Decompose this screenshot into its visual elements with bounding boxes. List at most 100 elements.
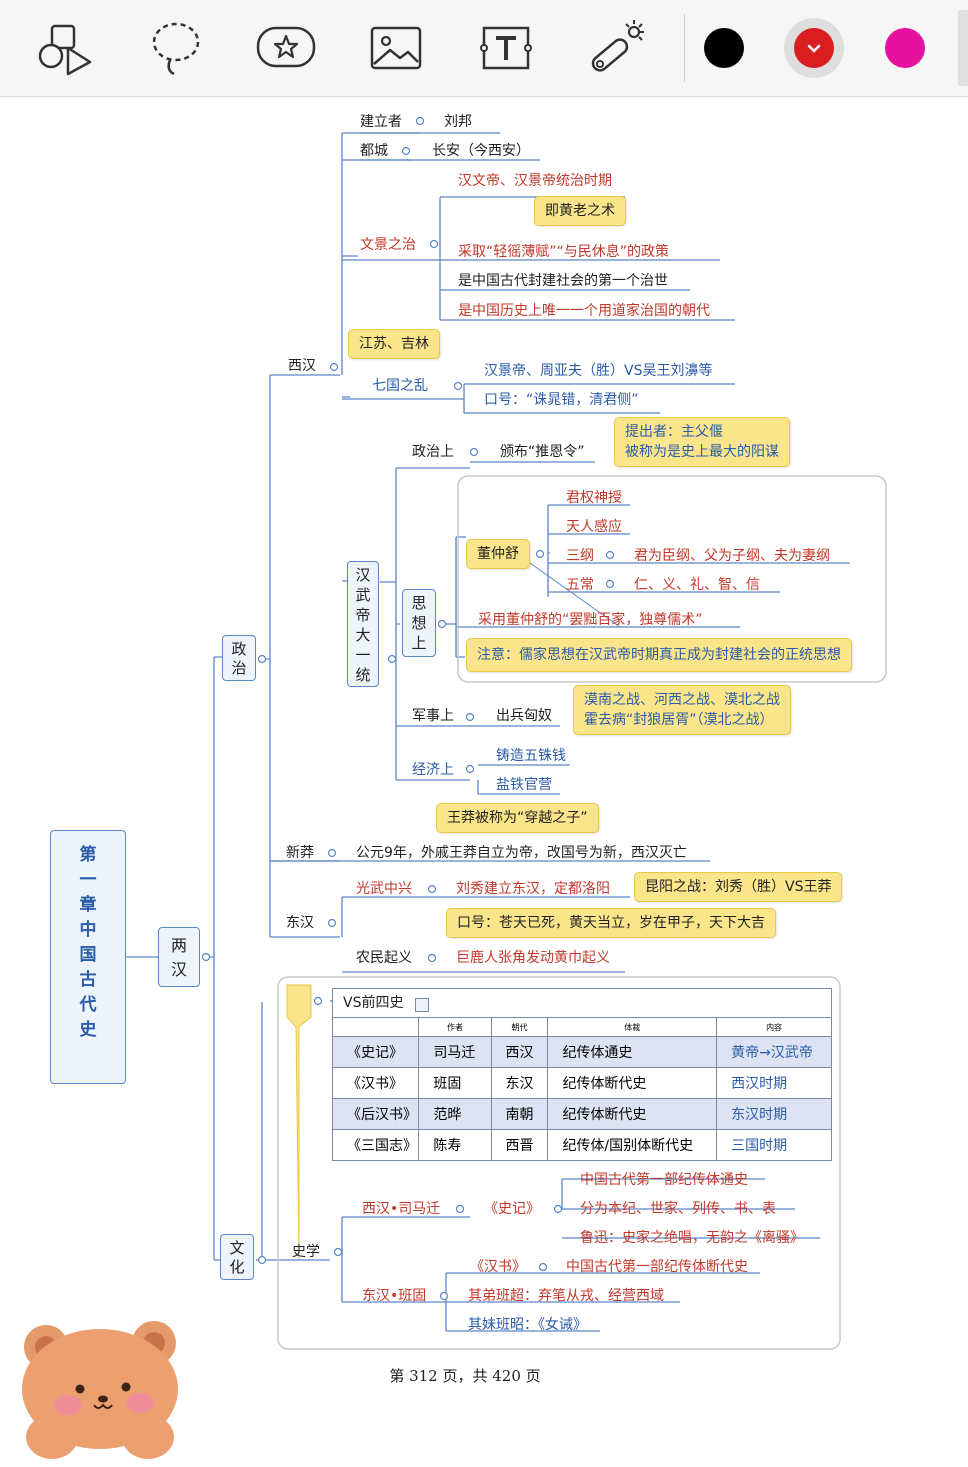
guangwu-text[interactable]: 刘秀建立东汉，定都洛阳 — [456, 881, 610, 897]
table-cell[interactable]: 司马迁 — [418, 1036, 492, 1068]
root-node[interactable]: 第一章 中国古代史 — [50, 830, 126, 1084]
table-title-bar: VS前四史 — [332, 988, 832, 1018]
node-jingji[interactable]: 经济上 — [412, 762, 454, 778]
jingji-item-0[interactable]: 铸造五铢钱 — [496, 748, 566, 764]
table-title[interactable]: VS前四史 — [343, 995, 404, 1011]
color-swatch-black[interactable] — [704, 28, 744, 68]
xinmang-text[interactable]: 公元9年，外戚王莽自立为帝，改国号为新，西汉灭亡 — [356, 845, 687, 861]
wenjing-item-3[interactable]: 是中国历史上唯一一个用道家治国的朝代 — [458, 303, 710, 319]
node-zhengzhi-label: 政治 — [231, 640, 247, 677]
shiji-item-2[interactable]: 鲁迅：史家之绝唱，无韵之《离骚》 — [580, 1230, 804, 1246]
table-cell[interactable]: 东汉 — [490, 1067, 549, 1099]
node-qiguo[interactable]: 七国之乱 — [372, 378, 428, 394]
note-jiangsu-jilin[interactable]: 江苏、吉林 — [348, 329, 440, 359]
table-cell[interactable]: 纪传体断代史 — [547, 1067, 718, 1099]
note-mobei[interactable]: 漠南之战、河西之战、漠北之战 霍去病“封狼居胥”（漠北之战） — [573, 685, 791, 735]
node-shixue[interactable]: 史学 — [292, 1244, 320, 1260]
sangang-text[interactable]: 君为臣纲、父为子纲、夫为妻纲 — [634, 548, 830, 564]
table-cell[interactable]: 黄帝→汉武帝 — [716, 1036, 832, 1068]
node-dongzhongshu[interactable]: 董仲舒 — [466, 539, 530, 569]
table-cell[interactable]: 西汉时期 — [716, 1067, 832, 1099]
wenjing-item-0[interactable]: 汉文帝、汉景帝统治时期 — [458, 173, 612, 189]
nongmin-text[interactable]: 巨鹿人张角发动黄巾起义 — [456, 950, 610, 966]
color-swatch-selected-ring[interactable] — [784, 18, 844, 78]
node-chubing[interactable]: 出兵匈奴 — [496, 708, 552, 724]
table-cell[interactable]: 南朝 — [490, 1098, 549, 1130]
node-wuchang[interactable]: 五常 — [566, 577, 594, 593]
lasso-icon[interactable] — [144, 18, 208, 78]
node-bangu[interactable]: 东汉•班固 — [362, 1288, 427, 1304]
node-xinmang[interactable]: 新莽 — [286, 845, 314, 861]
node-guangwu[interactable]: 光武中兴 — [356, 881, 412, 897]
jingji-item-1[interactable]: 盐铁官营 — [496, 777, 552, 793]
note-chuanyue[interactable]: 王莽被称为“穿越之子” — [436, 803, 599, 833]
node-lianghan[interactable]: 两汉 — [158, 927, 200, 987]
table-cell[interactable]: 纪传体断代史 — [547, 1098, 718, 1130]
mindmap-canvas: 第一章 中国古代史 两汉 政治 文化 西汉 建立者 刘邦 都城 长安（今西安） … — [0, 97, 968, 1459]
table-cell[interactable]: 西汉 — [490, 1036, 549, 1068]
qiguo-item-0[interactable]: 汉景帝、周亚夫（胜）VS吴王刘濞等 — [484, 363, 713, 379]
wuchang-text[interactable]: 仁、义、礼、智、信 — [634, 577, 760, 593]
table-cell[interactable]: 范晔 — [418, 1098, 492, 1130]
node-wenjing[interactable]: 文景之治 — [360, 237, 416, 253]
note-zhufuyan-line-1: 被称为是史上最大的阳谋 — [625, 444, 779, 460]
node-tuienling[interactable]: 颁布“推恩令” — [500, 444, 585, 460]
table-cell[interactable]: 《三国志》 — [331, 1129, 420, 1161]
node-hanshu[interactable]: 《汉书》 — [470, 1259, 526, 1275]
shiji-item-1[interactable]: 分为本纪、世家、列传、书、表 — [580, 1201, 776, 1217]
qiguo-item-1[interactable]: 口号：“诛晁错，清君侧” — [484, 392, 639, 408]
node-sixiang[interactable]: 思想上 — [402, 589, 436, 657]
image-icon[interactable] — [364, 18, 428, 78]
node-donghan[interactable]: 东汉 — [286, 915, 314, 931]
color-swatch-magenta[interactable] — [885, 28, 925, 68]
wenjing-item-1[interactable]: 采取“轻徭薄赋”“与民休息”的政策 — [458, 244, 670, 260]
table-cell[interactable]: 纪传体/国别体断代史 — [547, 1129, 718, 1161]
sticker-icon[interactable] — [254, 18, 318, 78]
table-add-icon[interactable] — [415, 998, 429, 1012]
node-junshi[interactable]: 军事上 — [412, 708, 454, 724]
node-simaqian[interactable]: 西汉•司马迁 — [362, 1201, 441, 1217]
dong-item-1[interactable]: 天人感应 — [566, 519, 622, 535]
node-liubang[interactable]: 刘邦 — [444, 114, 472, 130]
note-kouhao[interactable]: 口号：苍天已死，黄天当立，岁在甲子，天下大吉 — [446, 908, 776, 938]
table-cell[interactable]: 纪传体通史 — [547, 1036, 718, 1068]
table-cell[interactable]: 三国时期 — [716, 1129, 832, 1161]
table-cell[interactable]: 陈寿 — [418, 1129, 492, 1161]
table-row: 《三国志》 陈寿 西晋 纪传体/国别体断代史 三国时期 — [331, 1129, 832, 1161]
node-changan[interactable]: 长安（今西安） — [432, 143, 530, 159]
node-shiji[interactable]: 《史记》 — [484, 1201, 540, 1217]
dong-item-0[interactable]: 君权神授 — [566, 490, 622, 506]
shiji-item-0[interactable]: 中国古代第一部纪传体通史 — [580, 1172, 748, 1188]
bangu-item-0[interactable]: 其弟班超：弃笔从戎、经营西域 — [468, 1288, 664, 1304]
table-cell[interactable]: 《史记》 — [331, 1036, 420, 1068]
hanshu-desc[interactable]: 中国古代第一部纪传体断代史 — [566, 1259, 748, 1275]
node-baichu[interactable]: 采用董仲舒的“罢黜百家，独尊儒术” — [478, 612, 703, 628]
teddy-bear-sticker[interactable] — [12, 1317, 192, 1467]
node-wenhua[interactable]: 文化 — [220, 1234, 254, 1280]
shapes-icon[interactable] — [34, 18, 98, 78]
table-cell[interactable]: 《汉书》 — [331, 1067, 420, 1099]
table-cell[interactable]: 《后汉书》 — [331, 1098, 420, 1130]
node-ducheng[interactable]: 都城 — [360, 143, 388, 159]
color-swatch-red[interactable] — [794, 28, 834, 68]
node-zhengzhishang[interactable]: 政治上 — [412, 444, 454, 460]
bangu-item-1[interactable]: 其妹班昭：《女诫》 — [468, 1317, 587, 1333]
table-cell[interactable]: 西晋 — [490, 1129, 549, 1161]
node-xihan[interactable]: 西汉 — [288, 358, 316, 374]
node-sangang[interactable]: 三纲 — [566, 548, 594, 564]
note-kunyang[interactable]: 昆阳之战：刘秀（胜）VS王莽 — [634, 872, 843, 902]
node-wudi[interactable]: 汉武帝大一统 — [347, 561, 379, 687]
shixue-table: 作者 朝代 体裁 内容 《史记》 司马迁 西汉 纪传体通史 黄帝→汉武帝 《汉书… — [331, 1017, 832, 1161]
table-cell[interactable]: 班固 — [418, 1067, 492, 1099]
node-zhengzhi[interactable]: 政治 — [222, 635, 256, 681]
note-zhuyi[interactable]: 注意：儒家思想在汉武帝时期真正成为封建社会的正统思想 — [466, 638, 852, 672]
note-huanglao[interactable]: 即黄老之术 — [534, 196, 626, 226]
table-row: 《后汉书》 范晔 南朝 纪传体断代史 东汉时期 — [331, 1098, 832, 1130]
laser-pointer-icon[interactable] — [584, 18, 648, 78]
wenjing-item-2[interactable]: 是中国古代封建社会的第一个治世 — [458, 273, 668, 289]
text-box-icon[interactable] — [474, 18, 538, 78]
note-zhufuyan[interactable]: 提出者：主父偃 被称为是史上最大的阳谋 — [614, 417, 790, 467]
table-cell[interactable]: 东汉时期 — [716, 1098, 832, 1130]
node-jianlizhe[interactable]: 建立者 — [360, 114, 402, 130]
node-nongmin[interactable]: 农民起义 — [356, 950, 412, 966]
